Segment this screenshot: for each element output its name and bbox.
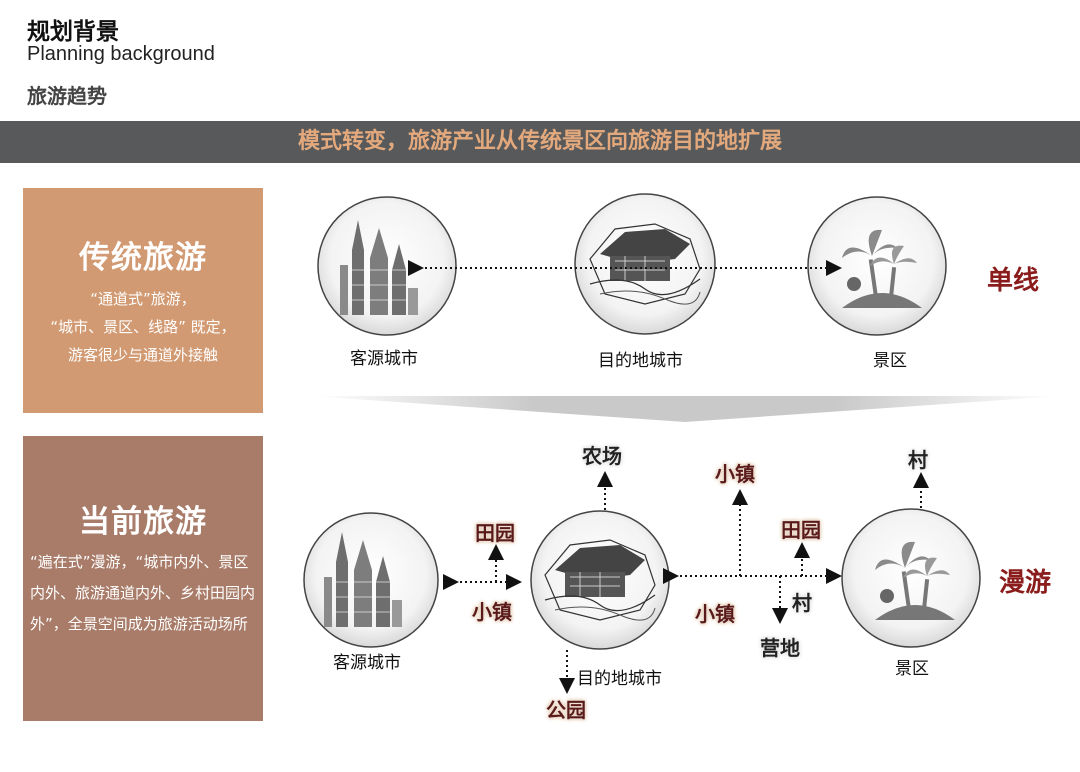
town-mid-label: 小镇 [695, 598, 735, 627]
top-destination-city-label: 目的地城市 [598, 346, 683, 371]
bottom-destination-city-circle [531, 511, 669, 649]
garden-left-label: 田园 [475, 517, 515, 546]
park-label: 公园 [546, 694, 586, 723]
top-scenic-area-circle [808, 197, 946, 335]
single-line-mode-label: 单线 [987, 260, 1039, 297]
village-top-label: 村 [908, 444, 928, 473]
section-separator [310, 396, 1060, 422]
top-source-city-circle [318, 197, 456, 335]
bottom-scenic-area-circle [842, 509, 980, 647]
top-source-city-label: 客源城市 [350, 344, 418, 369]
village-mid-label: 村 [792, 587, 812, 616]
top-destination-city-circle [575, 194, 715, 334]
bottom-source-city-label: 客源城市 [333, 648, 401, 673]
top-scenic-area-label: 景区 [873, 346, 907, 371]
town-top-label: 小镇 [715, 458, 755, 487]
town-left-label: 小镇 [472, 596, 512, 625]
bottom-source-city-circle [304, 513, 438, 647]
bottom-destination-city-label: 目的地城市 [577, 664, 662, 689]
roaming-mode-label: 漫游 [999, 562, 1051, 599]
bottom-scenic-area-label: 景区 [895, 654, 929, 679]
farm-label: 农场 [582, 440, 622, 469]
campsite-label: 营地 [760, 632, 800, 661]
garden-right-label: 田园 [781, 514, 821, 543]
